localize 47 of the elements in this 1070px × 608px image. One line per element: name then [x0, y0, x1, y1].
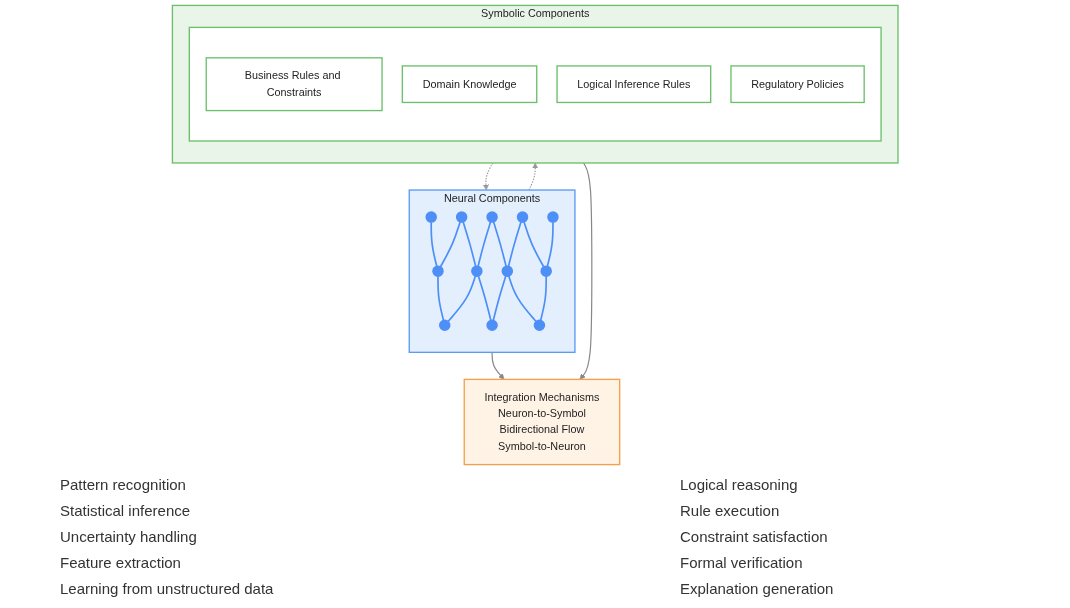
node-circle — [540, 265, 552, 277]
node-circle — [438, 319, 451, 332]
capability-note: Explanation generation — [680, 579, 835, 599]
cluster: Neural Components — [408, 189, 576, 353]
connector — [507, 275, 537, 323]
connector — [492, 275, 507, 322]
connector — [430, 221, 438, 268]
node-circle — [470, 265, 483, 277]
connector — [439, 221, 461, 268]
capability-note: Pattern recognition — [60, 475, 187, 495]
node-circle — [432, 265, 444, 277]
node-box: Domain Knowledge — [401, 65, 538, 104]
capability-note: Uncertainty handling — [60, 527, 198, 547]
connector — [523, 221, 545, 268]
capability-note: Learning from unstructured data — [60, 579, 275, 599]
arrow — [528, 162, 538, 191]
connector — [546, 221, 554, 268]
node-circle — [501, 265, 513, 277]
capability-note: Feature extraction — [60, 553, 182, 573]
capability-note: Rule execution — [680, 501, 781, 521]
node-circle — [547, 211, 559, 223]
node-box: Logical Inference Rules — [556, 65, 712, 104]
arrow — [491, 351, 505, 380]
node-circle — [425, 211, 437, 223]
connector — [462, 221, 477, 268]
capability-note: Logical reasoning — [680, 475, 799, 495]
capability-note: Formal verification — [680, 553, 804, 573]
connector — [539, 275, 547, 322]
connector — [492, 221, 507, 268]
connector — [477, 221, 492, 268]
node-circle — [533, 319, 545, 332]
arrow — [482, 162, 494, 191]
connector — [507, 221, 522, 268]
arrow — [579, 162, 593, 380]
node-circle — [486, 319, 498, 332]
capability-note: Constraint satisfaction — [680, 527, 829, 547]
node-box: Integration Mechanisms Neuron-to-Symbol Bidirectional Flow Symbol-to-Neuron — [463, 378, 621, 466]
node-circle — [486, 211, 498, 223]
node-circle — [516, 211, 529, 223]
cluster — [188, 26, 882, 142]
connector — [436, 275, 445, 322]
connector — [447, 275, 476, 323]
node-box: Business Rules and Constraints — [205, 57, 383, 112]
node-circle — [455, 211, 468, 223]
capability-note: Statistical inference — [60, 501, 192, 521]
node-box: Regulatory Policies — [730, 65, 865, 104]
connector — [477, 275, 492, 322]
